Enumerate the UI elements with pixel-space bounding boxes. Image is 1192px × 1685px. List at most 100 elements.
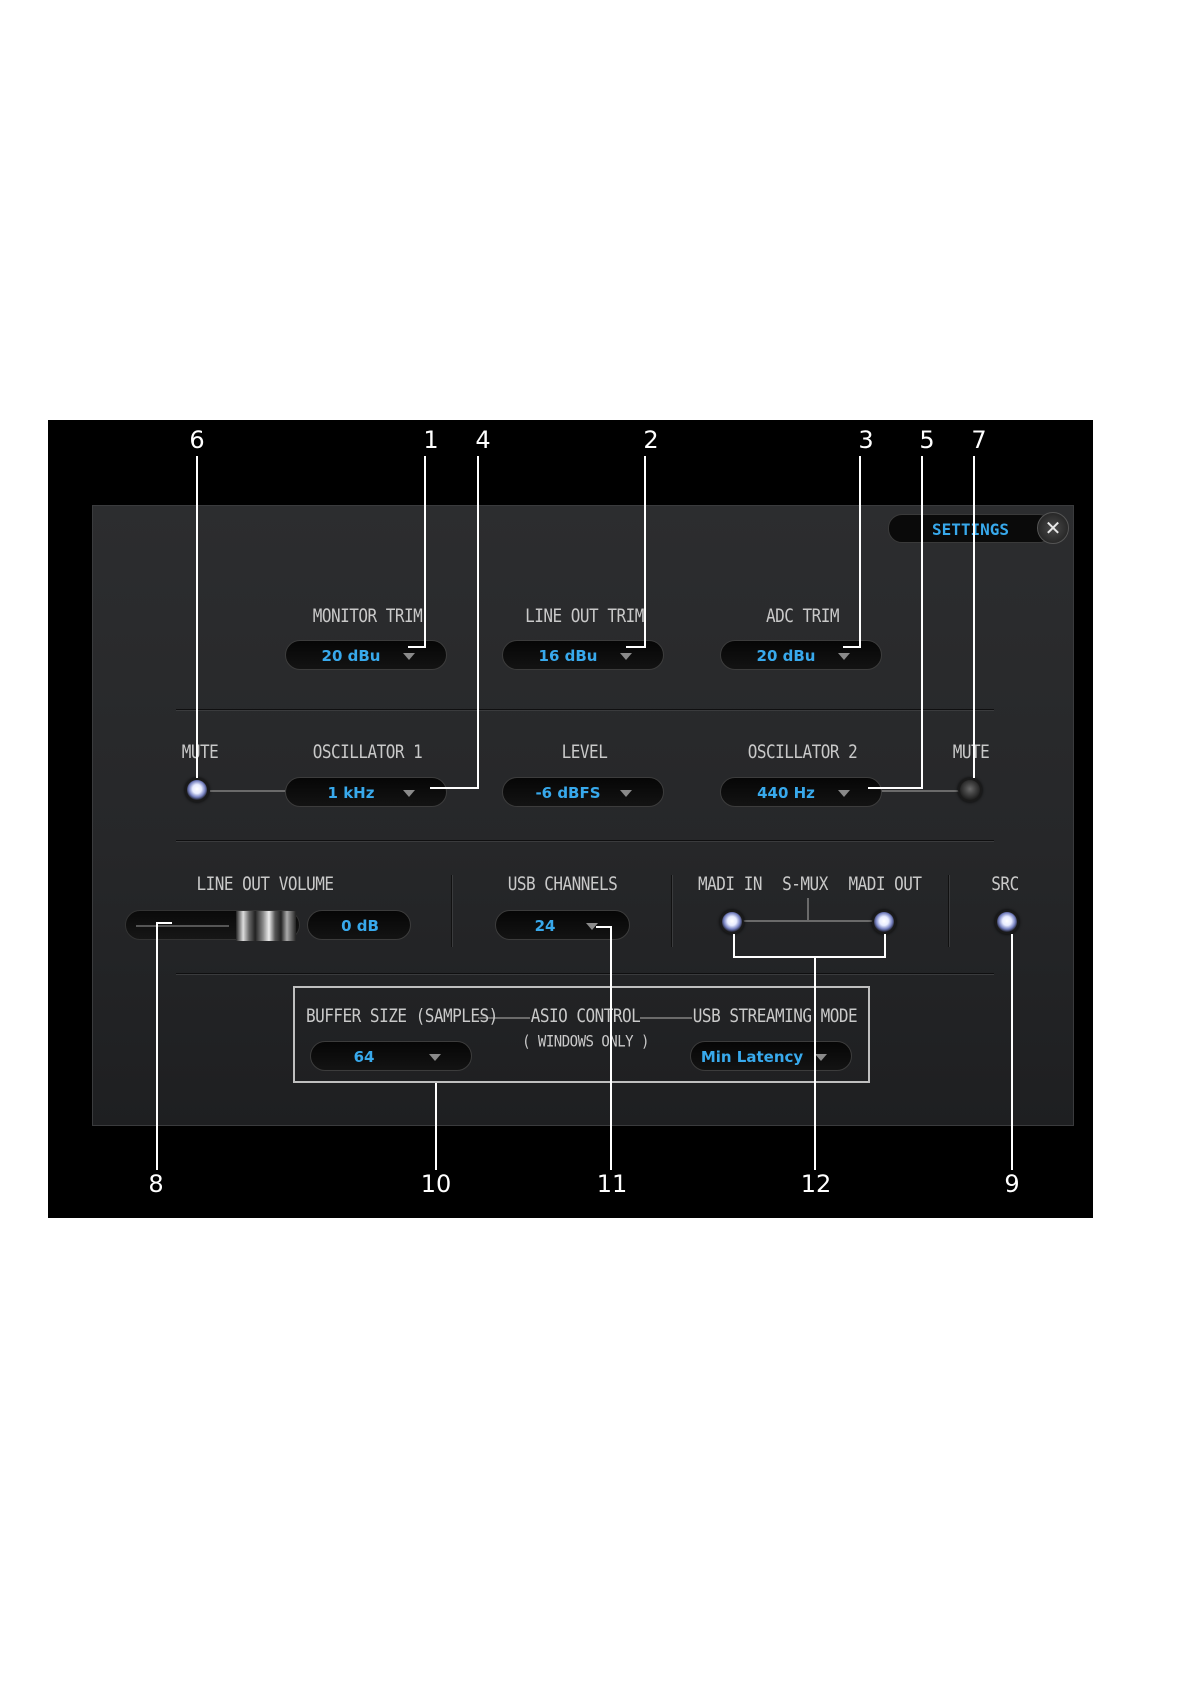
chevron-down-icon [620, 790, 632, 797]
slider-handle[interactable] [236, 911, 296, 941]
divider [451, 875, 453, 947]
settings-panel [92, 505, 1074, 1126]
leader-line [859, 456, 861, 648]
line-out-trim-value: 16 dBu [538, 647, 598, 665]
level-dropdown[interactable]: -6 dBFS [502, 777, 664, 807]
leader-line [733, 956, 886, 958]
level-value: -6 dBFS [535, 784, 601, 802]
level-label: LEVEL [561, 740, 608, 763]
asio-control-group [293, 986, 870, 1083]
leader-line [921, 456, 923, 789]
oscillator-2-value: 440 Hz [757, 784, 815, 802]
chevron-down-icon [838, 653, 850, 660]
close-icon: ✕ [1044, 516, 1062, 540]
oscillator-2-dropdown[interactable]: 440 Hz [720, 777, 882, 807]
src-label: SRC [991, 872, 1019, 895]
usb-streaming-mode-dropdown[interactable]: Min Latency [690, 1041, 852, 1071]
callout-11: 11 [596, 1170, 628, 1198]
mute-left-label: MUTE [181, 740, 219, 763]
mute-right-label: MUTE [952, 740, 990, 763]
oscillator-1-dropdown[interactable]: 1 kHz [285, 777, 447, 807]
adc-trim-label: ADC TRIM [765, 604, 840, 627]
callout-2: 2 [643, 426, 659, 454]
chevron-down-icon [403, 653, 415, 660]
leader-line [733, 934, 735, 958]
usb-channels-label: USB CHANNELS [507, 872, 618, 895]
wire [640, 1017, 692, 1019]
leader-line [477, 456, 479, 789]
usb-channels-value: 24 [534, 917, 556, 935]
line-out-trim-dropdown[interactable]: 16 dBu [502, 640, 664, 670]
buffer-size-dropdown[interactable]: 64 [310, 1041, 472, 1071]
divider [176, 840, 994, 842]
leader-line [1011, 934, 1013, 1170]
divider [948, 875, 950, 947]
callout-8: 8 [148, 1170, 164, 1198]
leader-line [644, 456, 646, 648]
callout-9: 9 [1004, 1170, 1020, 1198]
callout-10: 10 [420, 1170, 452, 1198]
callout-6: 6 [189, 426, 205, 454]
leader-line [843, 646, 861, 648]
buffer-size-value: 64 [353, 1048, 375, 1066]
slider-track [136, 925, 229, 927]
adc-trim-value: 20 dBu [756, 647, 816, 665]
divider [176, 973, 994, 975]
leader-line [435, 1083, 437, 1170]
mute-1-led[interactable] [185, 778, 209, 802]
divider [176, 709, 994, 711]
close-button[interactable]: ✕ [1037, 512, 1069, 544]
callout-4: 4 [475, 426, 491, 454]
leader-line [430, 787, 479, 789]
oscillator-2-label: OSCILLATOR 2 [747, 740, 858, 763]
leader-line [156, 922, 158, 1170]
chevron-down-icon [620, 653, 632, 660]
leader-line [973, 456, 975, 778]
madi-out-label: MADI OUT [848, 872, 922, 895]
wire [210, 790, 288, 792]
leader-line [884, 934, 886, 958]
usb-channels-dropdown[interactable]: 24 [495, 910, 630, 940]
asio-control-label: ASIO CONTROL [530, 1004, 641, 1027]
wire [478, 1017, 530, 1019]
mute-2-led[interactable] [958, 778, 982, 802]
leader-line [626, 646, 646, 648]
settings-tab[interactable]: SETTINGS [888, 514, 1053, 543]
madi-out-led[interactable] [872, 910, 896, 934]
oscillator-1-value: 1 kHz [327, 784, 375, 802]
buffer-size-label: BUFFER SIZE (SAMPLES) [306, 1004, 498, 1027]
leader-line [868, 787, 923, 789]
line-out-trim-label: LINE OUT TRIM [525, 604, 644, 627]
callout-1: 1 [423, 426, 439, 454]
usb-streaming-mode-label: USB STREAMING MODE [692, 1004, 858, 1027]
leader-line [610, 926, 612, 1170]
divider [671, 875, 673, 947]
callout-12: 12 [800, 1170, 832, 1198]
callout-5: 5 [919, 426, 935, 454]
oscillator-1-label: OSCILLATOR 1 [312, 740, 423, 763]
monitor-trim-value: 20 dBu [321, 647, 381, 665]
leader-line [596, 926, 612, 928]
line-out-volume-display: 0 dB [307, 910, 411, 940]
chevron-down-icon [586, 923, 598, 930]
madi-in-led[interactable] [720, 910, 744, 934]
leader-line [424, 456, 426, 648]
callout-7: 7 [971, 426, 987, 454]
smux-label: S-MUX [782, 872, 828, 895]
src-led[interactable] [995, 910, 1019, 934]
callout-3: 3 [858, 426, 874, 454]
chevron-down-icon [838, 790, 850, 797]
monitor-trim-dropdown[interactable]: 20 dBu [285, 640, 447, 670]
line-out-volume-label: LINE OUT VOLUME [196, 872, 335, 895]
asio-control-sublabel: ( WINDOWS ONLY ) [522, 1032, 649, 1052]
settings-tab-label: SETTINGS [931, 520, 1010, 539]
adc-trim-dropdown[interactable]: 20 dBu [720, 640, 882, 670]
line-out-volume-slider[interactable] [125, 910, 300, 941]
leader-line [196, 456, 198, 778]
monitor-trim-label: MONITOR TRIM [312, 604, 423, 627]
chevron-down-icon [429, 1054, 441, 1061]
usb-streaming-mode-value: Min Latency [700, 1048, 804, 1066]
wire [807, 898, 809, 920]
madi-in-label: MADI IN [698, 872, 762, 895]
chevron-down-icon [403, 790, 415, 797]
